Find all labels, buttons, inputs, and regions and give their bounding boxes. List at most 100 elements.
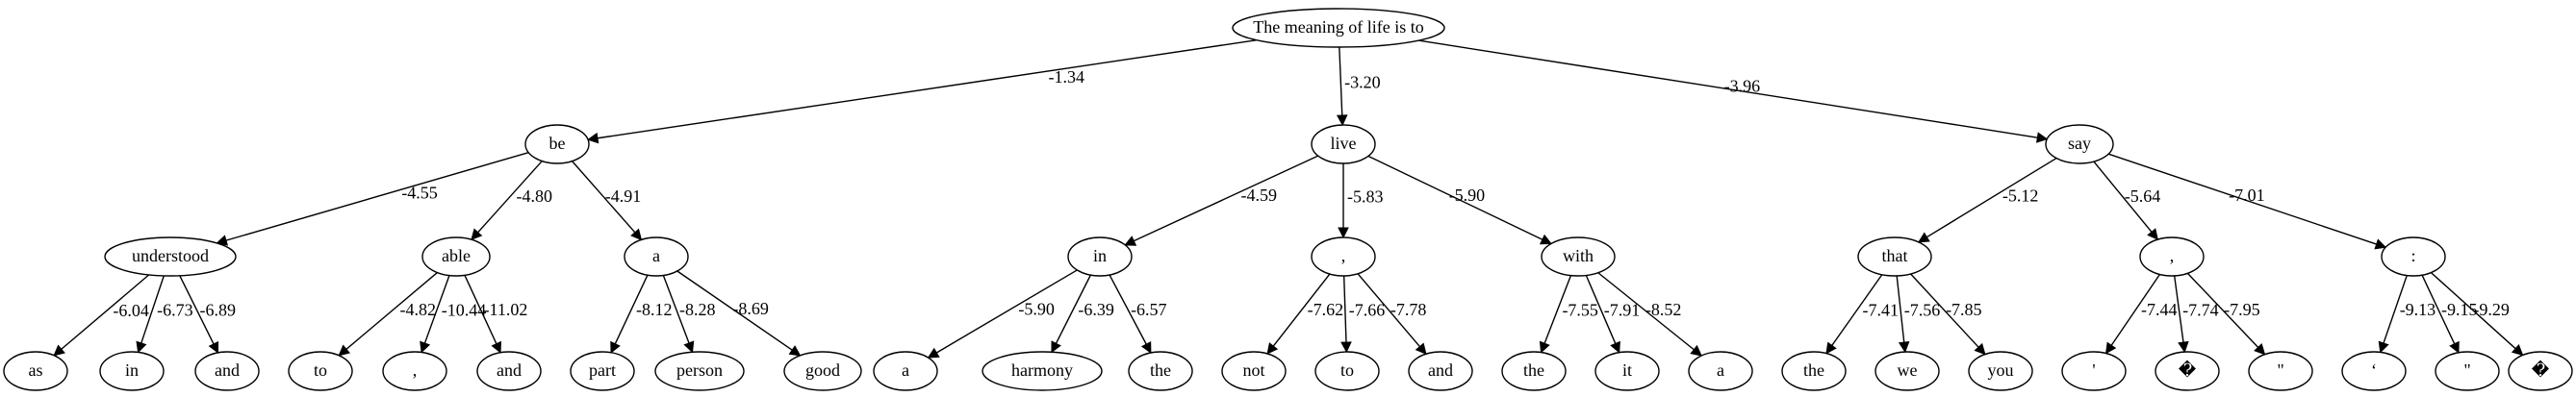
edge-colon-lquote (2383, 275, 2408, 344)
node-part: part (570, 351, 635, 391)
edge-score-a3: -8.52 (1645, 300, 1682, 319)
node-the: the (1781, 351, 1847, 391)
edge-score-and2: -11.02 (484, 300, 528, 319)
edge-a1-good (676, 270, 793, 351)
node-ellipse-the1 (1128, 351, 1193, 391)
edge-score-the2: -7.55 (1562, 300, 1598, 319)
node-ellipse-the3 (1781, 351, 1847, 391)
node-label-colon: : (2410, 246, 2415, 265)
node-ellipse-lquote (2341, 351, 2407, 391)
node-harmony: harmony (982, 351, 1103, 391)
arrowhead-the2 (1539, 340, 1550, 354)
node-and: and (1408, 351, 1473, 391)
edge-root-live (1339, 46, 1343, 116)
edge-in2-a2 (935, 269, 1078, 354)
node-label-lquote: ‘ (2371, 360, 2377, 380)
node-you: you (1968, 351, 2033, 391)
node-understood: understood (104, 236, 237, 277)
edge-score-it: -7.91 (1604, 300, 1641, 319)
arrowhead-say (2035, 132, 2049, 143)
arrowhead-and3 (1415, 342, 1427, 356)
arrowhead-apos (2104, 341, 2117, 355)
edge-score-able: -4.80 (516, 186, 552, 206)
node-ellipse-root (1232, 8, 1445, 48)
node-ellipse-to1 (288, 351, 353, 391)
node-a: a (1688, 351, 1753, 391)
edge-comma2-and3 (1357, 273, 1420, 348)
edge-a1-person (662, 275, 690, 344)
edge-score-good: -8.69 (732, 299, 769, 318)
edge-say-comma3 (2093, 161, 2153, 233)
node-comma2: , (1311, 236, 1376, 277)
arrowhead-a2 (927, 347, 940, 359)
edge-score-the1: -6.57 (1131, 300, 1167, 319)
arrowhead-the1 (1140, 340, 1152, 354)
edge-score-quote1: -7.95 (2224, 300, 2260, 319)
node-that: that (1857, 236, 1932, 277)
edge-able-and2 (464, 275, 497, 344)
edge-root-be (597, 38, 1258, 139)
arrowhead-comma3 (2147, 228, 2159, 240)
node-label-quote2: " (2463, 360, 2470, 380)
edge-score-not: -7.62 (1308, 300, 1344, 319)
arrowhead-a3 (1690, 344, 1703, 357)
node-label-part: part (589, 360, 616, 380)
arrowhead-in1 (136, 340, 147, 354)
edge-understood-and1 (179, 275, 215, 345)
node-ellipse-person (654, 351, 745, 391)
node-label-apos: ' (2092, 360, 2095, 380)
edge-with-it (1585, 275, 1617, 344)
node-in: in (99, 351, 165, 391)
node-ellipse-quote2 (2435, 351, 2500, 391)
edge-comma3-repl1 (2173, 275, 2184, 343)
node-label-say: say (2068, 134, 2091, 153)
edge-that-you (1910, 273, 1979, 348)
node-ellipse-and3 (1408, 351, 1473, 391)
node-ellipse-comma2 (1311, 236, 1376, 277)
node-lquote: ‘ (2341, 351, 2407, 391)
edge-say-that (1926, 157, 2057, 238)
node-quote1: " (2248, 351, 2313, 391)
node-label-in2: in (1093, 246, 1107, 265)
edge-with-the2 (1543, 275, 1572, 344)
node-quote2: " (2435, 351, 2500, 391)
node-not: not (1221, 351, 1287, 391)
edge-score-live: -3.20 (1344, 73, 1381, 92)
node-label-person: person (676, 360, 723, 380)
node-live: live (1311, 124, 1376, 164)
node-label-and1: and (215, 360, 240, 380)
node-ellipse-a1 (624, 236, 689, 277)
node-ellipse-part (570, 351, 635, 391)
edge-understood-in1 (140, 275, 165, 344)
node-to: to (1314, 351, 1380, 391)
node-label-in1: in (125, 360, 139, 380)
node-a: a (873, 351, 938, 391)
node-ellipse-repl1 (2155, 351, 2220, 391)
arrowhead-comma1 (420, 340, 431, 354)
node-ellipse-to2 (1314, 351, 1380, 391)
edge-live-with (1367, 155, 1543, 240)
node-ellipse-colon (2381, 236, 2446, 277)
node-ellipse-and2 (476, 351, 542, 391)
edge-score-and1: -6.89 (199, 301, 236, 320)
node-person: person (654, 351, 745, 391)
node-ellipse-good (783, 351, 862, 391)
node-be: be (524, 124, 590, 164)
edge-with-a3 (1597, 272, 1695, 351)
node-label-able: able (442, 246, 471, 265)
arrowhead-that (1917, 232, 1930, 243)
edge-score-to1: -4.82 (399, 300, 436, 319)
node-good: good (783, 351, 862, 391)
node-label-the2: the (1523, 360, 1544, 380)
arrowhead-the3 (1825, 341, 1837, 355)
node-label-be: be (549, 134, 566, 153)
node-label-as: as (29, 360, 43, 380)
node-label-a2: a (902, 360, 909, 380)
edge-be-able (477, 161, 543, 234)
node-label-not: not (1242, 360, 1264, 380)
node-label-good: good (805, 360, 840, 380)
node-ellipse-not (1221, 351, 1287, 391)
arrowhead-understood (216, 235, 229, 246)
